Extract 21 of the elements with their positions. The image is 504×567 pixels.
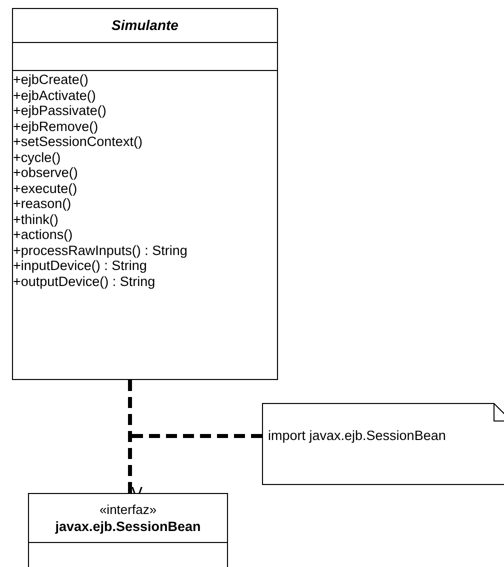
note-connector [130, 434, 262, 438]
stereotype-text: «interfaz» [99, 502, 157, 518]
method-text: +execute() [13, 180, 78, 196]
class-box [12, 8, 278, 380]
method-text: +ejbActivate() [13, 88, 96, 103]
method-text: +think() [13, 212, 58, 227]
method-text: +ejbPassivate() [13, 103, 106, 118]
method-text: +cycle() [13, 150, 61, 165]
method-text: +reason() [13, 196, 72, 212]
method-text: +outputDevice() : String [13, 274, 156, 289]
method-text: +setSessionContext() [13, 134, 142, 150]
method-text: +observe() [13, 165, 78, 180]
note-text: import javax.ejb.SessionBean [268, 427, 447, 444]
interface-name: javax.ejb.SessionBean [55, 518, 201, 534]
method-text: +ejbCreate() [13, 72, 88, 88]
method-text: +inputDevice() : String [13, 258, 147, 274]
method-text: +actions() [13, 227, 73, 242]
interface-box [28, 493, 228, 567]
method-text: +ejbRemove() [13, 118, 98, 134]
class-name: Simulante [112, 16, 178, 35]
method-text: +processRawInputs() : String [13, 242, 188, 258]
